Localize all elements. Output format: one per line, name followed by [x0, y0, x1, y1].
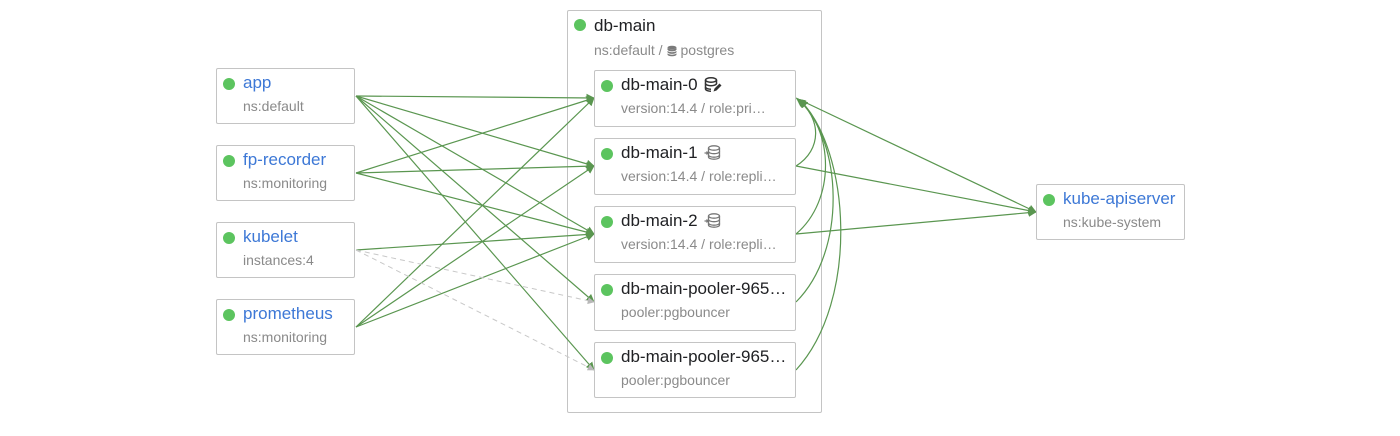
status-dot: [601, 216, 613, 228]
instance-name: db-main-2: [621, 211, 698, 230]
edge-app-pooler-2: [355, 95, 595, 371]
edge-kubelet-db-main-2: [355, 230, 595, 251]
group-title: db-main: [594, 16, 656, 35]
status-dot: [223, 155, 235, 167]
status-dot: [223, 232, 235, 244]
node-detail: version:14.4 / role:repli…: [621, 168, 777, 184]
target-node-kube-apiserver[interactable]: kube-apiserver ns:kube-system: [1036, 184, 1185, 240]
instance-node-db-main-1[interactable]: db-main-1 version:14.4 / role:repli…: [594, 138, 796, 195]
node-title[interactable]: kubelet: [243, 227, 298, 246]
status-dot: [1043, 194, 1055, 206]
status-dot: [601, 284, 613, 296]
database-replica-icon: [704, 212, 722, 230]
edge-app-pooler-1: [355, 95, 595, 303]
source-node-kubelet[interactable]: kubelet instances:4: [216, 222, 355, 278]
node-detail: ns:kube-system: [1063, 214, 1162, 230]
source-node-fp-recorder[interactable]: fp-recorder ns:monitoring: [216, 145, 355, 201]
database-primary-icon: [704, 76, 722, 94]
edge-db-main-0-apiserver: [795, 97, 1037, 213]
edge-kubelet-pooler-1: [355, 249, 595, 305]
edge-fp-db-main-2: [355, 172, 595, 237]
instance-name: db-main-1: [621, 143, 698, 162]
edge-app-db-main-2: [355, 95, 595, 235]
source-node-app[interactable]: app ns:default: [216, 68, 355, 124]
edge-fp-db-main-1: [355, 162, 595, 174]
instance-node-db-main-0[interactable]: db-main-0 version:14.4 / role:pri…: [594, 70, 796, 127]
node-title: db-main-pooler-965…: [621, 279, 787, 298]
edge-db-main-1-apiserver: [795, 165, 1037, 215]
edge-prom-db-main-0: [355, 97, 595, 328]
node-detail: instances:4: [243, 252, 314, 268]
node-title: db-main-pooler-965…: [621, 347, 787, 366]
edge-db-main-2-apiserver: [795, 208, 1037, 235]
edge-app-db-main-1: [355, 95, 595, 168]
instance-node-pooler-2[interactable]: db-main-pooler-965… pooler:pgbouncer: [594, 342, 796, 398]
status-dot: [223, 78, 235, 90]
node-title[interactable]: prometheus: [243, 304, 333, 323]
edge-app-db-main-0: [355, 93, 595, 103]
database-replica-icon: [704, 144, 722, 162]
instance-name: db-main-0: [621, 75, 698, 94]
node-title[interactable]: app: [243, 73, 272, 92]
node-detail: pooler:pgbouncer: [621, 372, 730, 388]
instance-node-db-main-2[interactable]: db-main-2 version:14.4 / role:repli…: [594, 206, 796, 263]
group-type: postgres: [680, 42, 735, 58]
edge-kubelet-pooler-2: [355, 249, 595, 371]
node-detail: version:14.4 / role:repli…: [621, 236, 777, 252]
node-title[interactable]: kube-apiserver: [1063, 189, 1176, 208]
edge-fp-db-main-0: [355, 96, 595, 174]
status-dot: [574, 19, 586, 31]
database-icon: [666, 44, 678, 57]
node-detail: ns:monitoring: [243, 175, 328, 191]
edge-prom-db-main-2: [355, 232, 595, 328]
instance-node-pooler-1[interactable]: db-main-pooler-965… pooler:pgbouncer: [594, 274, 796, 331]
group-subtitle: ns:default / postgres: [594, 42, 734, 58]
node-title: db-main-2: [621, 211, 722, 231]
status-dot: [601, 352, 613, 364]
source-node-prometheus[interactable]: prometheus ns:monitoring: [216, 299, 355, 355]
node-detail: pooler:pgbouncer: [621, 304, 730, 320]
status-dot: [601, 148, 613, 160]
node-title: db-main-0: [621, 75, 722, 95]
status-dot: [223, 309, 235, 321]
group-namespace: ns:default /: [594, 42, 663, 58]
node-title: db-main-1: [621, 143, 722, 163]
status-dot: [601, 80, 613, 92]
edge-prom-db-main-1: [355, 165, 595, 328]
node-detail: ns:monitoring: [243, 329, 328, 345]
node-detail: version:14.4 / role:pri…: [621, 100, 766, 116]
node-detail: ns:default: [243, 98, 304, 114]
node-title[interactable]: fp-recorder: [243, 150, 327, 169]
